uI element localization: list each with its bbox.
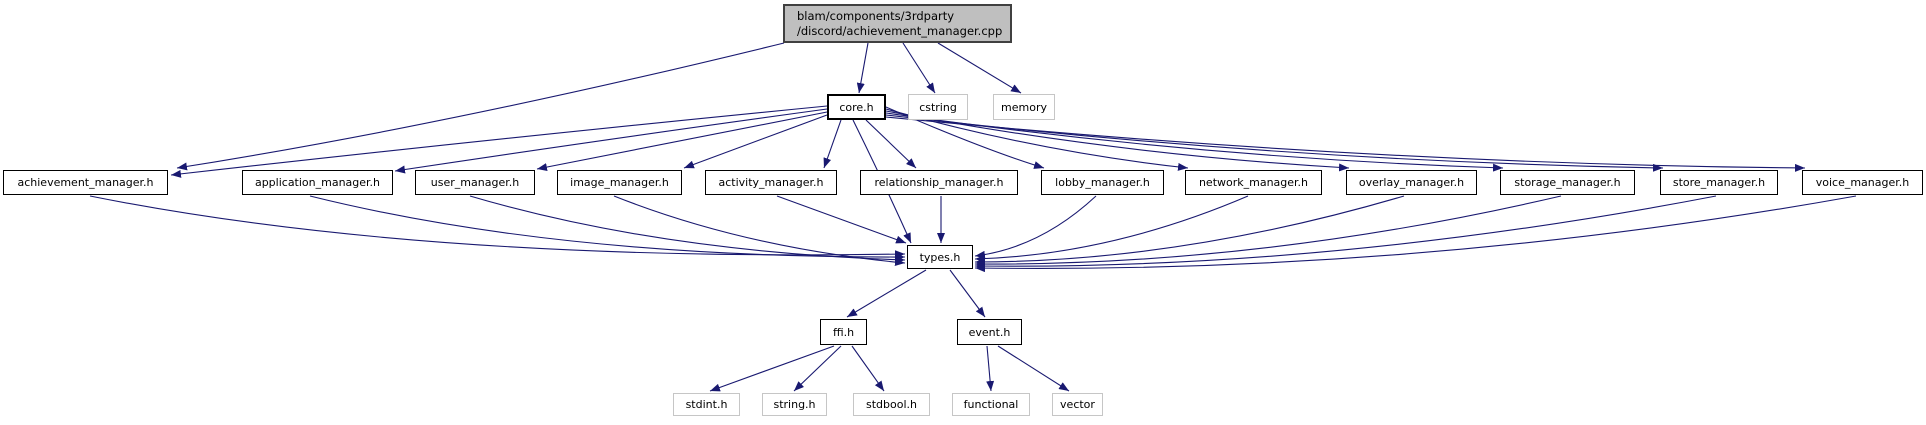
- node-relationship-manager-h[interactable]: relationship_manager.h: [860, 170, 1018, 195]
- node-stdbool-h: stdbool.h: [853, 393, 930, 416]
- edge-image-manager-h-to-types-h: [613, 195, 906, 267]
- edge-types-h-to-event-h: [949, 269, 986, 318]
- edge-event-h-to-functional: [986, 345, 995, 392]
- edge-event-h-to-vector: [997, 345, 1070, 392]
- node-overlay-manager-h[interactable]: overlay_manager.h: [1346, 170, 1477, 195]
- node-string-h: string.h: [762, 393, 827, 416]
- edge-core-h-to-activity-manager-h: [823, 119, 842, 169]
- edge-core-h-to-user-manager-h: [536, 111, 828, 171]
- node-functional: functional: [952, 393, 1030, 416]
- edge-types-h-to-ffi-h: [846, 269, 927, 318]
- edge-user-manager-h-to-types-h: [469, 195, 906, 264]
- node-image-manager-h[interactable]: image_manager.h: [557, 170, 682, 195]
- edge-voice-manager-h-to-types-h: [974, 195, 1857, 273]
- node-voice-manager-h[interactable]: voice_manager.h: [1802, 170, 1923, 195]
- node-memory: memory: [993, 94, 1055, 120]
- edge-core-h-to-achievement-manager-h: [170, 105, 828, 178]
- node-cstring: cstring: [908, 94, 968, 120]
- edge-store-manager-h-to-types-h: [974, 195, 1717, 271]
- node-label-line: blam/components/3rdparty: [797, 8, 955, 23]
- edge-cpp-root-to-memory: [937, 42, 1022, 94]
- edge-ffi-h-to-string-h: [793, 345, 842, 392]
- edge-ffi-h-to-stdint-h: [709, 345, 835, 392]
- edge-ffi-h-to-stdbool-h: [851, 345, 885, 392]
- node-cpp-root: blam/components/3rdparty/discord/achieve…: [783, 4, 1012, 43]
- edge-core-h-to-voice-manager-h: [885, 116, 1806, 172]
- node-vector: vector: [1052, 393, 1103, 416]
- edge-application-manager-h-to-types-h: [309, 195, 906, 262]
- node-event-h[interactable]: event.h: [957, 319, 1022, 345]
- edge-storage-manager-h-to-types-h: [974, 195, 1562, 269]
- edge-lobby-manager-h-to-types-h: [974, 195, 1097, 259]
- edge-cpp-root-to-core-h: [856, 42, 869, 94]
- edge-network-manager-h-to-types-h: [974, 195, 1249, 263]
- edge-core-h-to-application-manager-h: [394, 108, 828, 174]
- node-activity-manager-h[interactable]: activity_manager.h: [705, 170, 837, 195]
- node-ffi-h[interactable]: ffi.h: [820, 319, 867, 345]
- node-storage-manager-h[interactable]: storage_manager.h: [1500, 170, 1635, 195]
- node-network-manager-h[interactable]: network_manager.h: [1185, 170, 1322, 195]
- node-application-manager-h[interactable]: application_manager.h: [242, 170, 393, 195]
- node-achievement-manager-h[interactable]: achievement_manager.h: [3, 170, 168, 195]
- edge-cpp-root-to-achievement-manager-h: [176, 42, 785, 171]
- edge-activity-manager-h-to-types-h: [776, 195, 907, 244]
- node-types-h[interactable]: types.h: [907, 245, 973, 269]
- edge-core-h-to-relationship-manager-h: [865, 119, 917, 169]
- node-stdint-h: stdint.h: [673, 393, 740, 416]
- node-store-manager-h[interactable]: store_manager.h: [1660, 170, 1778, 195]
- edge-achievement-manager-h-to-types-h: [89, 195, 906, 259]
- edge-core-h-to-store-manager-h: [885, 114, 1664, 172]
- node-lobby-manager-h[interactable]: lobby_manager.h: [1041, 170, 1164, 195]
- edge-cpp-root-to-cstring: [902, 42, 936, 94]
- edge-core-h-to-image-manager-h: [683, 114, 828, 169]
- node-core-h[interactable]: core.h: [827, 94, 886, 120]
- node-user-manager-h[interactable]: user_manager.h: [415, 170, 535, 195]
- node-label-line: /discord/achievement_manager.cpp: [797, 23, 1003, 38]
- edge-overlay-manager-h-to-types-h: [974, 195, 1405, 266]
